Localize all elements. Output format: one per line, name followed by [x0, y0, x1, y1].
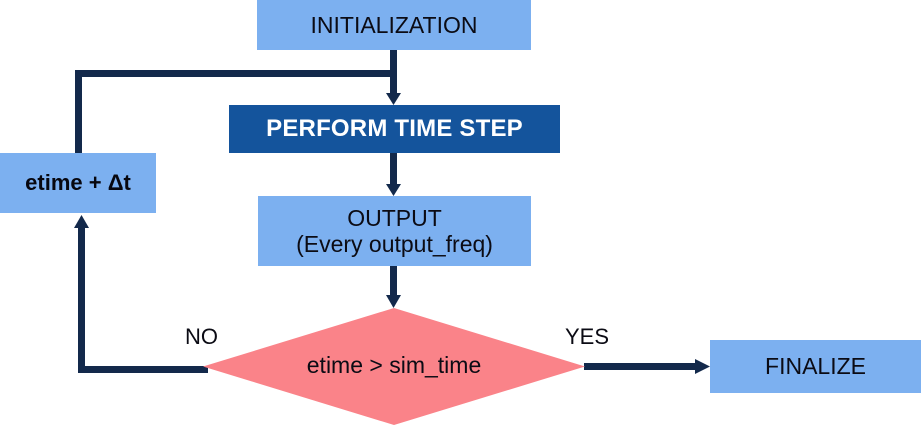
node-finalize-label: FINALIZE: [765, 353, 866, 380]
node-initialization[interactable]: INITIALIZATION: [257, 0, 531, 50]
node-perform-time-step-label: PERFORM TIME STEP: [266, 115, 523, 143]
edge-init-to-timestep: [386, 50, 401, 105]
decision-diamond-shape: [203, 308, 585, 425]
edge-label-no: NO: [185, 324, 218, 349]
edge-label-yes: YES: [565, 324, 610, 349]
edge-decision-yes-to-finalize: [584, 359, 710, 374]
edge-decision-no-to-etime: [74, 215, 208, 373]
edge-etime-to-timestep: [75, 70, 397, 154]
edge-output-to-decision: [386, 266, 401, 308]
node-etime-accumulator-label: etime + Δt: [25, 170, 131, 196]
node-perform-time-step[interactable]: PERFORM TIME STEP: [229, 105, 560, 153]
node-etime-accumulator[interactable]: etime + Δt: [0, 153, 156, 213]
node-finalize[interactable]: FINALIZE: [710, 340, 921, 393]
node-output-label-line1: OUTPUT: [347, 204, 442, 231]
node-initialization-label: INITIALIZATION: [310, 11, 478, 38]
node-decision-label: etime > sim_time: [306, 352, 482, 378]
node-output[interactable]: OUTPUT (Every output_freq): [258, 196, 531, 266]
edge-timestep-to-output: [386, 153, 401, 196]
node-output-label-group: OUTPUT (Every output_freq): [258, 205, 531, 257]
node-output-label-line2: (Every output_freq): [296, 231, 493, 257]
